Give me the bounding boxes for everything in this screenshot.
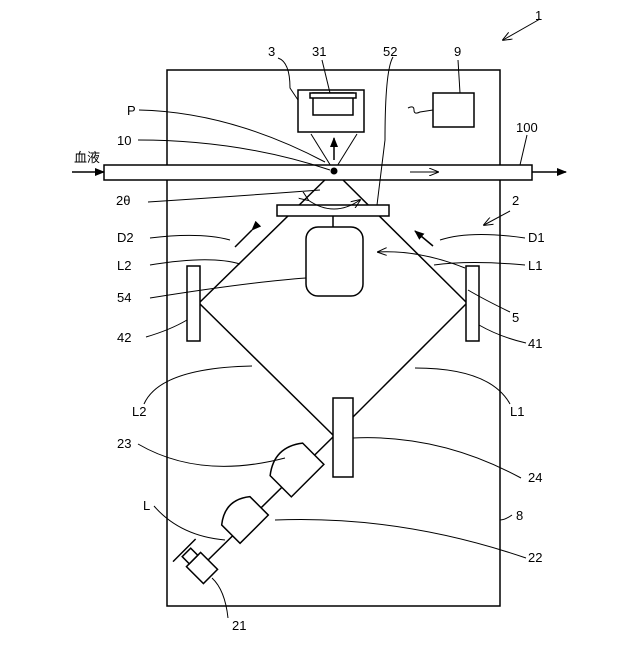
label-lens-54: 54: [117, 290, 131, 305]
lens-54: [306, 227, 363, 296]
splitter-24: [333, 398, 353, 477]
label-controller-9: 9: [454, 44, 461, 59]
label-mirror-42: 42: [117, 330, 131, 345]
controller-wire: [408, 107, 433, 113]
label-beam-l: L: [143, 498, 150, 513]
label-l1-lower: L1: [510, 404, 524, 419]
filter-52: [277, 205, 389, 216]
label-unit-2: 2: [512, 193, 519, 208]
label-source-21: 21: [232, 618, 246, 633]
label-l2-lower: L2: [132, 404, 146, 419]
label-device-1: 1: [535, 8, 542, 23]
label-d1: D1: [528, 230, 545, 245]
label-flow-path-100: 100: [516, 120, 538, 135]
label-arrow-5: 5: [512, 310, 519, 325]
lens-22: [216, 491, 268, 543]
label-l1-upper: L1: [528, 258, 542, 273]
label-channel-10: 10: [117, 133, 131, 148]
label-housing-8: 8: [516, 508, 523, 523]
label-d2: D2: [117, 230, 134, 245]
label-lens-22: 22: [528, 550, 542, 565]
label-filter-52: 52: [383, 44, 397, 59]
label-lens-23: 23: [117, 436, 131, 451]
label-mirror-41: 41: [528, 336, 542, 351]
d2-arrow: [235, 230, 252, 247]
mirror-41: [466, 266, 479, 341]
arrow-5: [378, 252, 465, 268]
label-splitter-24: 24: [528, 470, 542, 485]
mirror-42: [187, 266, 200, 341]
lens-23: [264, 437, 324, 497]
label-detector-3: 3: [268, 44, 275, 59]
label-sensor-31: 31: [312, 44, 326, 59]
label-blood: 血液: [74, 150, 100, 165]
controller-9: [433, 93, 474, 127]
detector-3: [298, 90, 364, 132]
label-angle: 2θ: [116, 193, 130, 208]
label-point-p: P: [127, 103, 136, 118]
d1-arrow: [415, 231, 433, 246]
flow-channel: [104, 165, 532, 180]
focal-point: [331, 168, 338, 175]
label-l2-upper: L2: [117, 258, 131, 273]
